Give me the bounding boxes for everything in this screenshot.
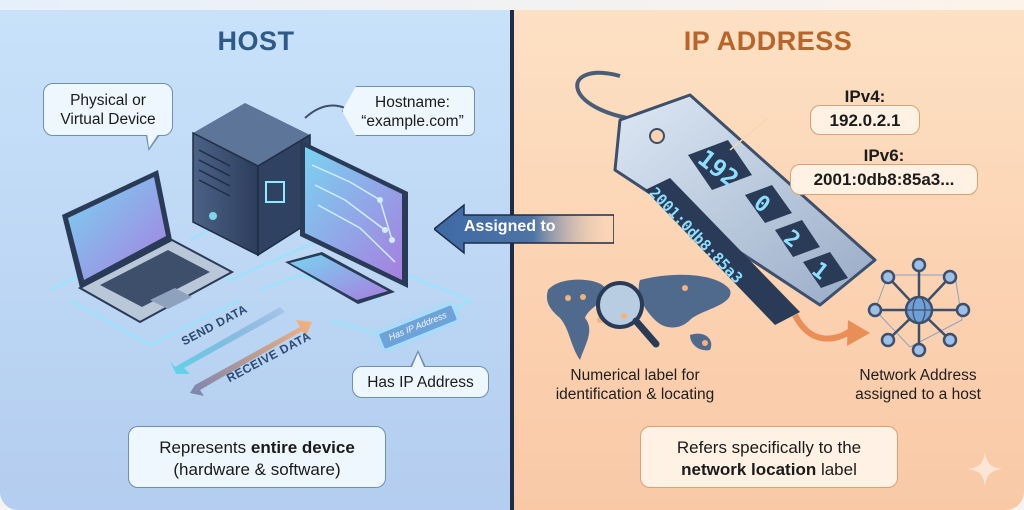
ipv4-label: IPv4:: [844, 87, 886, 106]
ip-summary-box: Refers specifically to the network locat…: [640, 426, 898, 488]
host-summary-bold: entire device: [250, 438, 355, 457]
has-ip-address-bubble: Has IP Address: [352, 366, 489, 398]
ip-address-title: IP ADDRESS: [683, 26, 853, 56]
ip-summary-suffix: label: [816, 460, 857, 479]
send-data-arrow: [170, 307, 285, 374]
top-band: [0, 0, 1024, 10]
network-address-caption: Network Address assigned to a host: [838, 366, 998, 404]
ipv4-value: 192.0.2.1: [810, 105, 920, 135]
network-caption-line-1: Network Address: [859, 367, 977, 384]
assigned-to-label: Assigned to: [464, 218, 556, 235]
ipv6-label: IPv6:: [863, 146, 905, 165]
panel-divider: [510, 10, 514, 510]
has-ip-bubble-tail-fill: [412, 353, 424, 367]
receive-data-arrow: [190, 320, 312, 396]
ip-tag-icon: [575, 70, 877, 325]
network-caption-line-2: assigned to a host: [855, 386, 981, 403]
assign-curve-arrow: [792, 313, 854, 342]
ipv6-value: 2001:0db8:85a3...: [790, 164, 978, 195]
server-tower-icon: [192, 103, 311, 257]
ipv4-pointer: [729, 117, 769, 151]
tag-string: [304, 104, 346, 119]
host-summary-line-2: (hardware & software): [173, 460, 341, 479]
physical-line-2: Virtual Device: [60, 111, 156, 128]
ip-summary-bold: network location: [681, 460, 817, 479]
monitor-icon: [300, 140, 408, 288]
numerical-caption-line-1: Numerical label for: [570, 367, 700, 384]
world-map-icon: [546, 274, 731, 360]
ip-summary-line-1: Refers specifically to the: [676, 438, 862, 457]
numerical-caption-line-2: identification & locating: [555, 386, 715, 403]
network-globe-icon: [867, 257, 971, 358]
smartphone-icon: [285, 252, 395, 304]
physical-line-1: Physical or: [70, 92, 146, 109]
assigned-to-arrow: Assigned to: [432, 203, 615, 255]
numerical-label-caption: Numerical label for identification & loc…: [535, 366, 735, 404]
sparkle-icon: [968, 452, 1002, 486]
laptop-icon: [62, 170, 235, 324]
hostname-label: Hostname:: [375, 94, 450, 111]
magnifier-icon: [596, 281, 660, 348]
host-summary-box: Represents entire device (hardware & sof…: [128, 426, 386, 488]
host-title: HOST: [217, 26, 295, 56]
physical-virtual-bubble: Physical or Virtual Device: [43, 83, 173, 136]
hostname-tag: Hostname: “example.com”: [342, 86, 475, 136]
host-summary-prefix: Represents: [159, 438, 251, 457]
hostname-value: “example.com”: [361, 113, 464, 130]
